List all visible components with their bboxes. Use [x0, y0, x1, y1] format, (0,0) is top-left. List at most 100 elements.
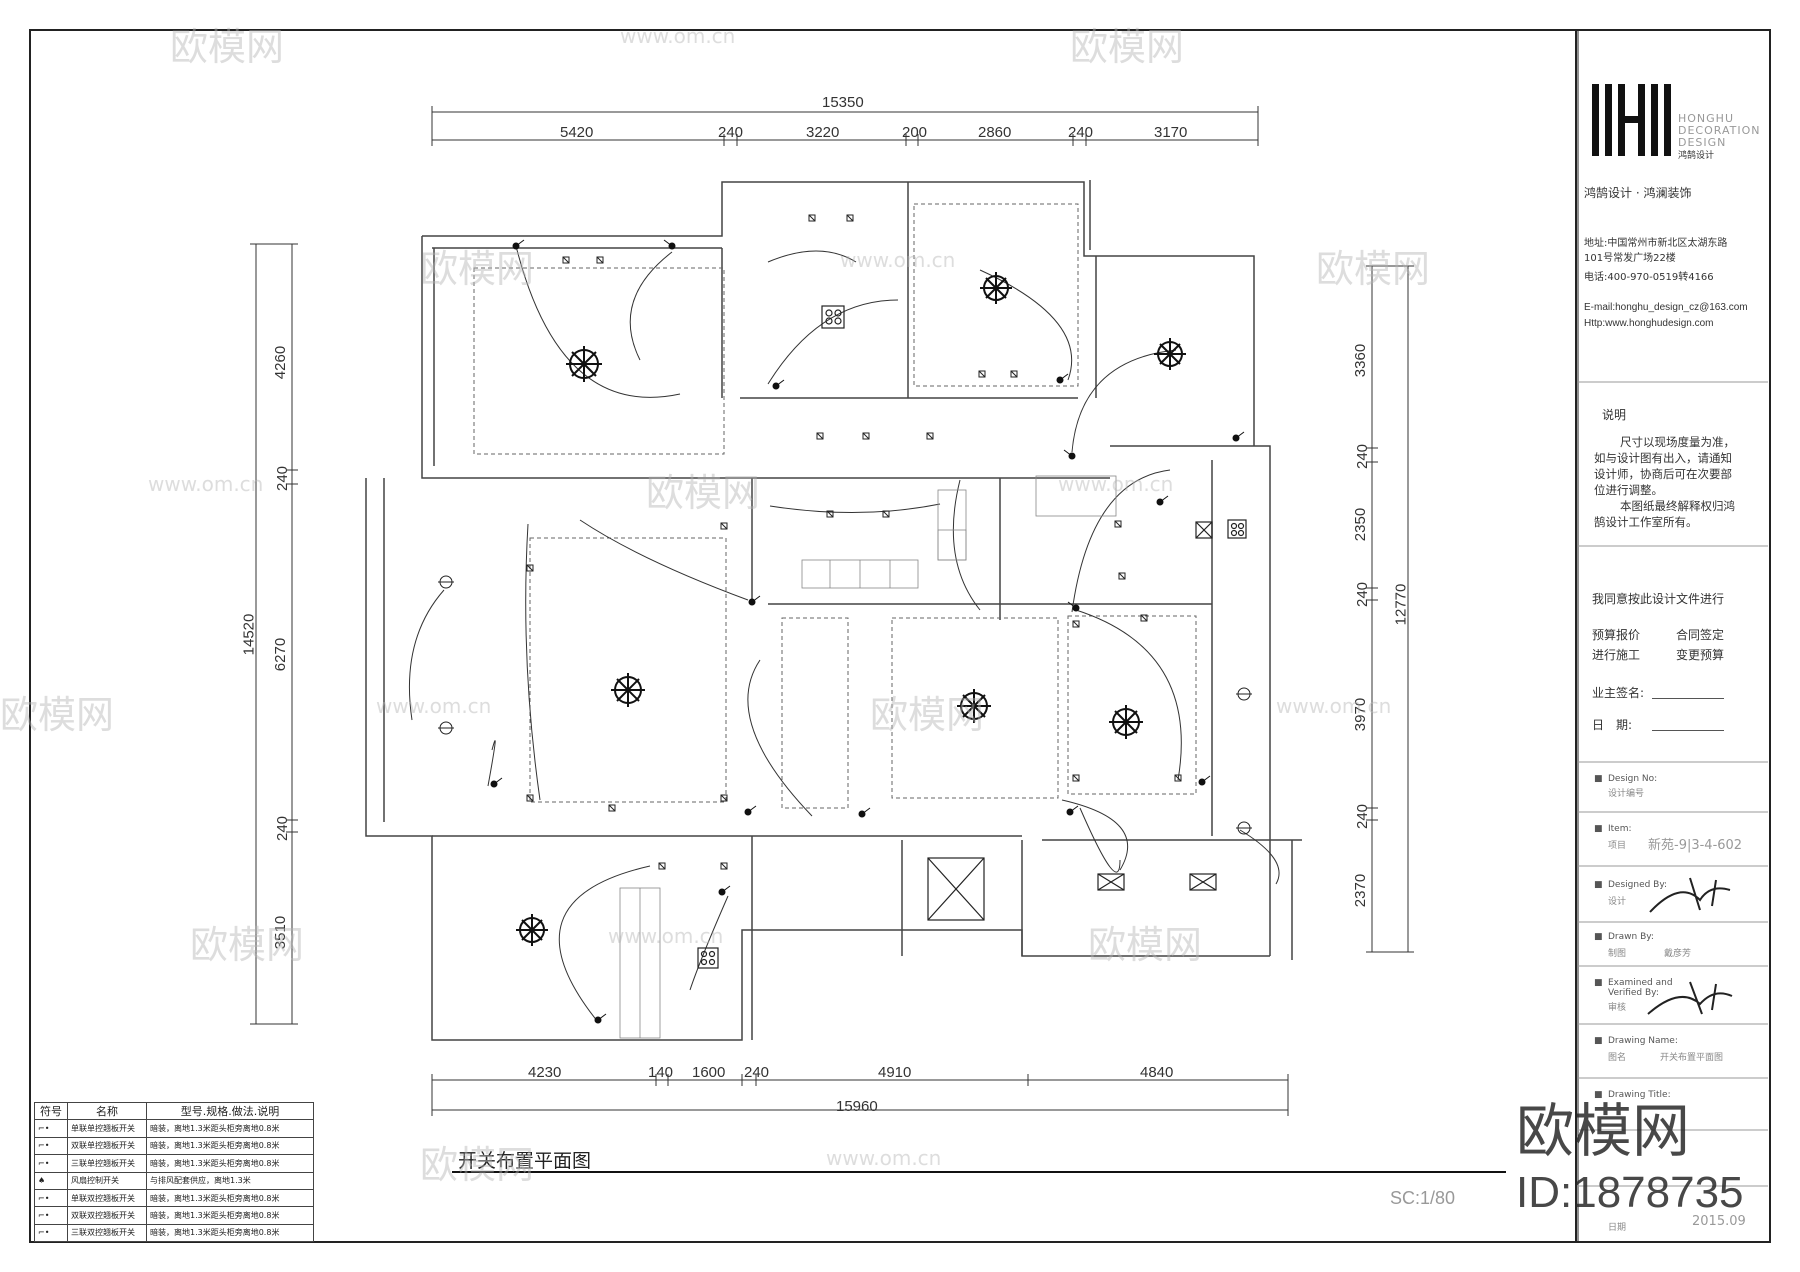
legend-header: 型号.规格.做法.说明	[146, 1101, 314, 1121]
brand-en-line: HONGHU	[1678, 112, 1735, 125]
designed-by-cn: 设计	[1608, 897, 1627, 907]
designed-by-label: Designed By:	[1608, 880, 1668, 890]
switch-symbol-icon: ⌐•	[34, 1188, 68, 1208]
ceiling-outlines	[473, 203, 1197, 809]
watermark-brand: 欧模网	[420, 1143, 535, 1187]
agreement-option: 进行施工	[1592, 648, 1641, 662]
dim-bottom-seg: 240	[744, 1064, 770, 1081]
bullet-icon: ■	[1594, 880, 1603, 890]
dim-top-seg: 2860	[978, 124, 1012, 141]
dimension-lines	[250, 106, 1414, 1116]
dim-right-seg: 240	[1354, 581, 1372, 608]
dim-left-total: 14520	[240, 613, 258, 656]
legend-spec: 暗装，离地1.3米距头柜旁离地0.8米	[146, 1119, 314, 1138]
notes-line: 本图纸最终解释权归鸿	[1620, 499, 1735, 513]
drawing-name-cn: 图名	[1608, 1053, 1627, 1063]
legend-header: 名称	[67, 1101, 147, 1121]
notes-line: 尺寸以现场度量为准，	[1620, 435, 1735, 449]
address-line: 地址:中国常州市新北区太湖东路	[1584, 238, 1728, 249]
watermark-site: www.om.cn	[620, 24, 736, 48]
switch-symbol-icon: ⌐•	[34, 1223, 68, 1243]
legend-spec: 与排风配套供应，离地1.3米	[146, 1171, 314, 1190]
notes-line: 如与设计图有出入，请通知	[1594, 451, 1732, 465]
dim-top-total: 15350	[822, 94, 864, 111]
notes-line: 位进行调整。	[1594, 483, 1663, 497]
sheet-border	[29, 29, 1771, 1243]
bullet-icon: ■	[1594, 978, 1603, 988]
company-logo	[1592, 84, 1671, 156]
signatures	[1647, 877, 1733, 1015]
watermark-brand: 欧模网	[420, 247, 535, 291]
owner-signature-line	[1652, 698, 1724, 699]
drawing-name-label: Drawing Name:	[1608, 1036, 1678, 1046]
owner-signature-label: 业主签名:	[1592, 686, 1645, 700]
brand-en-line: DECORATION	[1678, 124, 1761, 137]
legend-row: ⌐•双联双控翘板开关暗装，离地1.3米距头柜旁离地0.8米	[34, 1206, 314, 1225]
address-line: 101号常发广场22楼	[1584, 253, 1676, 264]
bullet-icon: ■	[1594, 932, 1603, 942]
date-line	[1652, 730, 1724, 731]
pendant-light-icon	[980, 272, 1012, 304]
pendant-light-icon	[516, 914, 548, 946]
legend-row: ⌐•单联单控翘板开关暗装，离地1.3米距头柜旁离地0.8米	[34, 1119, 314, 1138]
examined-label: Verified By:	[1608, 988, 1659, 998]
legend-row: ⌐•三联双控翘板开关暗装，离地1.3米距头柜旁离地0.8米	[34, 1223, 314, 1243]
legend-header: 符号	[34, 1101, 68, 1121]
dim-top-seg: 3170	[1154, 124, 1188, 141]
legend-row: ♠风扇控制开关与排风配套供应，离地1.3米	[34, 1171, 314, 1190]
legend-name: 三联双控翘板开关	[67, 1223, 147, 1243]
switch-symbols	[490, 239, 1245, 1024]
date-cn: 日期	[1608, 1223, 1627, 1233]
brand-cn: 鸿鹄设计	[1678, 151, 1715, 161]
item-label: Item:	[1608, 824, 1632, 834]
switch-symbol-icon: ⌐•	[34, 1206, 68, 1225]
legend-spec: 暗装，离地1.3米距头柜旁离地0.8米	[146, 1188, 314, 1208]
watermark-site: www.om.cn	[1058, 472, 1174, 496]
watermark-logo-text: 欧模网	[1516, 1097, 1691, 1165]
wall-lamps	[438, 575, 1252, 835]
item-cn: 项目	[1608, 841, 1627, 851]
watermark-site: www.om.cn	[1276, 694, 1392, 718]
phone: 电话:400-970-0519转4166	[1584, 272, 1714, 283]
watermark-brand: 欧模网	[170, 25, 285, 69]
dim-bottom-seg: 140	[648, 1064, 674, 1081]
notes-line: 鹄设计工作室所有。	[1594, 515, 1698, 529]
watermark-brand: 欧模网	[190, 923, 305, 967]
legend-row: ⌐•三联单控翘板开关暗装，离地1.3米距头柜旁离地0.8米	[34, 1154, 314, 1173]
watermark-id: ID:1878735	[1516, 1168, 1744, 1217]
legend-name: 双联单控翘板开关	[67, 1136, 147, 1156]
legend-header-row: 符号 名称 型号.规格.做法.说明	[34, 1101, 314, 1121]
switch-symbol-icon: ⌐•	[34, 1136, 68, 1156]
exhaust-fans	[697, 305, 1247, 969]
watermark-brand: 欧模网	[0, 693, 115, 737]
walls	[365, 180, 1302, 1041]
dim-bottom-seg: 4910	[878, 1064, 912, 1081]
pendant-light-icon	[957, 689, 991, 723]
legend-name: 双联双控翘板开关	[67, 1206, 147, 1225]
title-block-lines	[1578, 381, 1768, 1187]
brand-en-line: DESIGN	[1678, 136, 1727, 149]
dim-bottom-seg: 4840	[1140, 1064, 1174, 1081]
designer-signature	[1649, 877, 1731, 913]
item-value: 新苑-9|3-4-602	[1648, 838, 1743, 853]
agreement-option: 变更预算	[1676, 648, 1725, 662]
watermark-site: www.om.cn	[840, 248, 956, 272]
drawing-title: 开关布置平面图	[458, 1150, 592, 1172]
legend-row: ⌐•双联单控翘板开关暗装，离地1.3米距头柜旁离地0.8米	[34, 1136, 314, 1156]
drawn-by-value: 戴彦芳	[1664, 949, 1692, 959]
dim-right-seg: 240	[1354, 443, 1372, 470]
verifier-signature	[1647, 981, 1733, 1015]
notes-title: 说明	[1602, 408, 1627, 422]
switch-symbol-icon: ⌐•	[34, 1154, 68, 1173]
bullet-icon: ■	[1594, 774, 1603, 784]
dim-top-seg: 3220	[806, 124, 840, 141]
wiring-arcs	[409, 245, 1280, 1023]
dim-right-seg: 2370	[1352, 873, 1370, 908]
date-value: 2015.09	[1692, 1214, 1746, 1229]
drawn-by-label: Drawn By:	[1608, 932, 1654, 942]
watermark-site: www.om.cn	[376, 694, 492, 718]
fan-switch-icon: ♠	[34, 1171, 68, 1190]
legend-name: 风扇控制开关	[67, 1171, 147, 1190]
